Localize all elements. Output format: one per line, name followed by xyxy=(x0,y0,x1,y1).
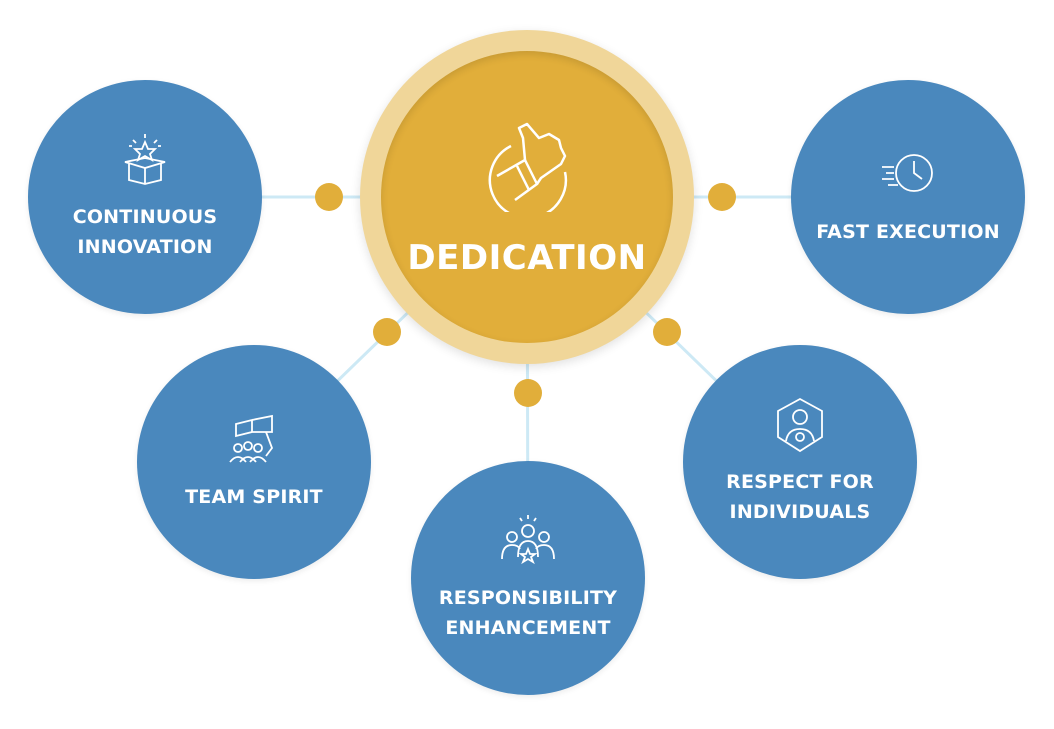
value-label: RESPECT FOR INDIVIDUALS xyxy=(726,471,874,523)
fast-clock-icon xyxy=(882,154,933,192)
connector-dot xyxy=(653,318,681,346)
center-title: DEDICATION xyxy=(407,238,647,278)
connector-dot xyxy=(514,379,542,407)
person-hexagon-icon xyxy=(777,397,823,453)
open-box-star-icon xyxy=(124,134,166,185)
value-continuous-innovation: CONTINUOUS INNOVATION xyxy=(28,80,262,314)
value-label: FAST EXECUTION xyxy=(816,221,1000,243)
connector-dot xyxy=(315,183,343,211)
team-flag-icon xyxy=(229,414,274,463)
value-team-spirit: TEAM SPIRIT xyxy=(137,345,371,579)
group-star-icon xyxy=(501,515,555,565)
value-label: CONTINUOUS INNOVATION xyxy=(72,206,218,258)
value-label: TEAM SPIRIT xyxy=(185,486,323,508)
value-label: RESPONSIBILITY ENHANCEMENT xyxy=(438,587,618,639)
thumbs-up-icon xyxy=(488,122,568,212)
connector-dot xyxy=(708,183,736,211)
value-responsibility-enhancement: RESPONSIBILITY ENHANCEMENT xyxy=(411,461,645,695)
value-respect-for-individuals: RESPECT FOR INDIVIDUALS xyxy=(683,345,917,579)
center-node-dedication: DEDICATION xyxy=(381,51,673,343)
connector-dot xyxy=(373,318,401,346)
value-fast-execution: FAST EXECUTION xyxy=(791,80,1025,314)
